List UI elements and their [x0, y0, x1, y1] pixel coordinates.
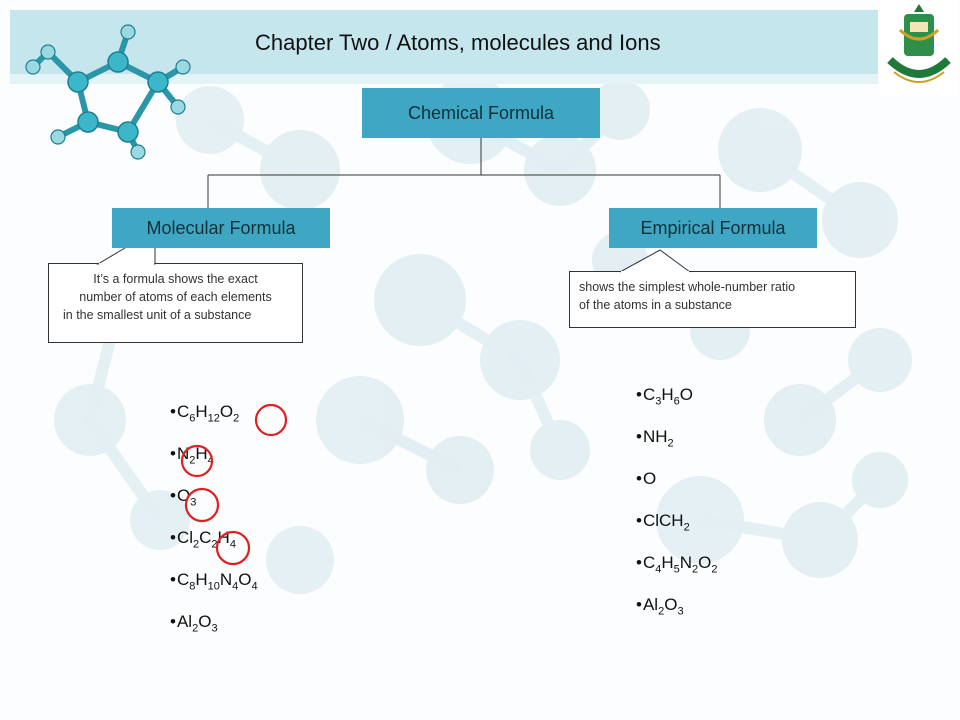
formula-symbol: O: [642, 469, 657, 488]
formula-subscript: 4: [229, 538, 236, 551]
root-node-label: Chemical Formula: [407, 102, 555, 123]
formula-item: Cl2C2H4: [170, 528, 258, 570]
highlight-circle: [254, 403, 288, 437]
root-node-chemical-formula: Chemical Formula: [362, 88, 600, 138]
molecular-node-label: Molecular Formula: [146, 217, 296, 238]
empirical-note-callout: shows the simplest whole-number ratio of…: [569, 271, 856, 328]
formula-subscript: 4: [655, 563, 662, 576]
empirical-node-label: Empirical Formula: [640, 217, 786, 238]
formula-symbol: NH: [642, 427, 668, 446]
formula-item: ClCH2: [636, 511, 718, 553]
formula-subscript: 2: [692, 563, 699, 576]
formula-symbol: ClCH: [642, 511, 684, 530]
formula-subscript: 2: [658, 605, 665, 618]
highlight-circle: [184, 487, 220, 523]
formula-symbol: Cl: [176, 528, 194, 547]
formula-symbol: C: [642, 385, 656, 404]
formula-subscript: 4: [232, 580, 239, 593]
formula-symbol: O: [198, 612, 212, 631]
molecule-model-icon: [25, 24, 191, 160]
formula-symbol: O: [664, 595, 678, 614]
molecular-note-line: in the smallest unit of a substance: [63, 308, 252, 322]
formula-subscript: 2: [211, 538, 218, 551]
formula-symbol: H: [195, 570, 208, 589]
slide-title: Chapter Two / Atoms, molecules and Ions: [255, 30, 661, 55]
formula-subscript: 12: [207, 412, 220, 425]
formula-item: C8H10N4O4: [170, 570, 258, 612]
formula-symbol: C: [199, 528, 212, 547]
empirical-note-line: of the atoms in a substance: [579, 298, 732, 312]
empirical-formula-list: C3H6ONH2OClCH2C4H5N2O2Al2O3: [636, 385, 718, 637]
formula-item: Al2O3: [636, 595, 718, 637]
title-strip: [10, 74, 878, 84]
formula-item: C4H5N2O2: [636, 553, 718, 595]
title-band: [10, 10, 878, 74]
formula-subscript: 2: [193, 538, 200, 551]
formula-item: NH2: [636, 427, 718, 469]
university-seal-logo: [880, 0, 958, 96]
highlight-circle: [180, 444, 214, 478]
formula-item: C3H6O: [636, 385, 718, 427]
highlight-circle: [215, 530, 251, 566]
formula-subscript: 4: [207, 454, 214, 467]
node-molecular-formula: Molecular Formula: [112, 208, 330, 248]
molecular-note-line: It’s a formula shows the exact: [93, 272, 258, 286]
empirical-note-line: shows the simplest whole-number ratio: [579, 280, 796, 294]
formula-subscript: 2: [233, 412, 240, 425]
formula-symbol: C: [176, 570, 190, 589]
formula-subscript: 2: [189, 454, 196, 467]
formula-subscript: 8: [189, 580, 196, 593]
formula-item: O: [636, 469, 718, 511]
formula-subscript: 2: [711, 563, 718, 576]
formula-subscript: 6: [189, 412, 196, 425]
formula-subscript: 2: [667, 437, 674, 450]
formula-symbol: C: [642, 553, 656, 572]
formula-subscript: 10: [207, 580, 220, 593]
formula-item: C6H12O2: [170, 402, 258, 444]
formula-symbol: Al: [642, 595, 659, 614]
formula-symbol: O: [219, 402, 234, 421]
formula-subscript: 3: [655, 395, 662, 408]
formula-symbol: C: [176, 402, 190, 421]
molecular-note-callout: It’s a formula shows the exact number of…: [48, 263, 303, 343]
formula-symbol: O: [679, 385, 693, 404]
formula-symbol: N: [679, 553, 693, 572]
formula-symbol: H: [661, 553, 674, 572]
formula-subscript: 6: [673, 395, 680, 408]
formula-symbol: N: [219, 570, 233, 589]
formula-subscript: 5: [673, 563, 680, 576]
formula-symbol: Al: [176, 612, 193, 631]
molecular-formula-list: C6H12O2N2H4O3Cl2C2H4C8H10N4O4Al2O3: [170, 402, 258, 654]
formula-item: Al2O3: [170, 612, 258, 654]
formula-subscript: 2: [683, 521, 690, 534]
node-empirical-formula: Empirical Formula: [609, 208, 817, 248]
formula-subscript: 3: [211, 622, 218, 635]
formula-symbol: H: [661, 385, 674, 404]
formula-symbol: H: [195, 402, 208, 421]
formula-subscript: 4: [251, 580, 258, 593]
formula-subscript: 2: [192, 622, 199, 635]
molecular-note-line: number of atoms of each elements: [79, 290, 272, 304]
formula-symbol: O: [698, 553, 712, 572]
formula-subscript: 3: [190, 496, 197, 509]
formula-symbol: O: [238, 570, 252, 589]
formula-subscript: 3: [677, 605, 684, 618]
